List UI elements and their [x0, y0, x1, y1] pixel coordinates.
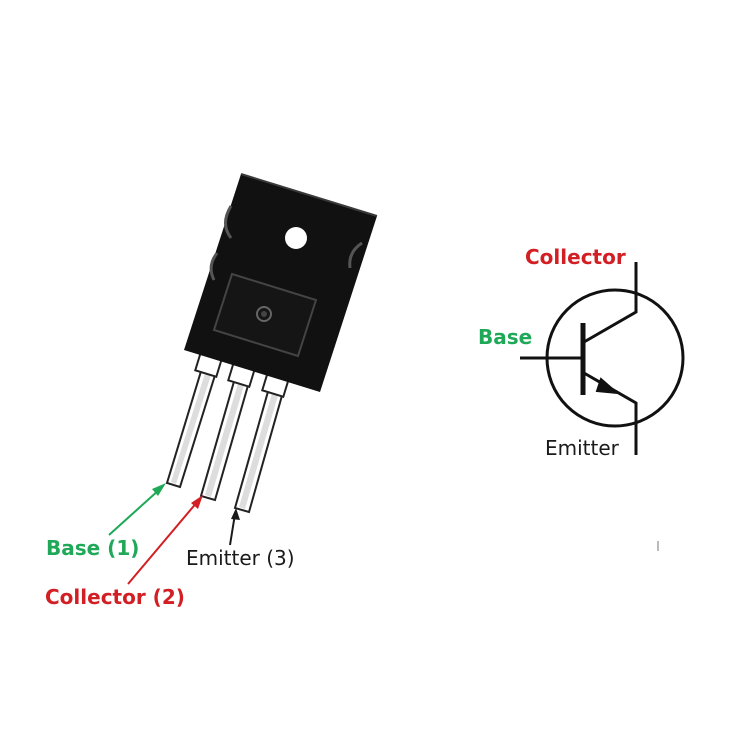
ejector-mark	[256, 306, 272, 322]
npn-symbol	[520, 262, 685, 455]
package-label-collector: Collector (2)	[45, 585, 185, 609]
package-notch-left	[224, 205, 233, 239]
lead-base	[165, 348, 224, 489]
symbol-label-base: Base	[478, 325, 532, 349]
symbol-label-collector: Collector	[525, 245, 626, 269]
symbol-emitter-arrow	[595, 377, 621, 395]
package-notch-right	[348, 241, 363, 269]
package-label-emitter: Emitter (3)	[186, 546, 295, 570]
package-label-base: Base (1)	[46, 536, 139, 560]
arrow-collector	[127, 495, 203, 585]
mounting-hole	[285, 227, 307, 249]
transistor-package	[165, 173, 378, 514]
arrow-base	[108, 483, 166, 536]
symbol-label-emitter: Emitter	[545, 436, 620, 460]
arrow-emitter	[229, 508, 240, 546]
symbol-collector-lead	[583, 262, 638, 344]
package-body	[184, 174, 377, 392]
